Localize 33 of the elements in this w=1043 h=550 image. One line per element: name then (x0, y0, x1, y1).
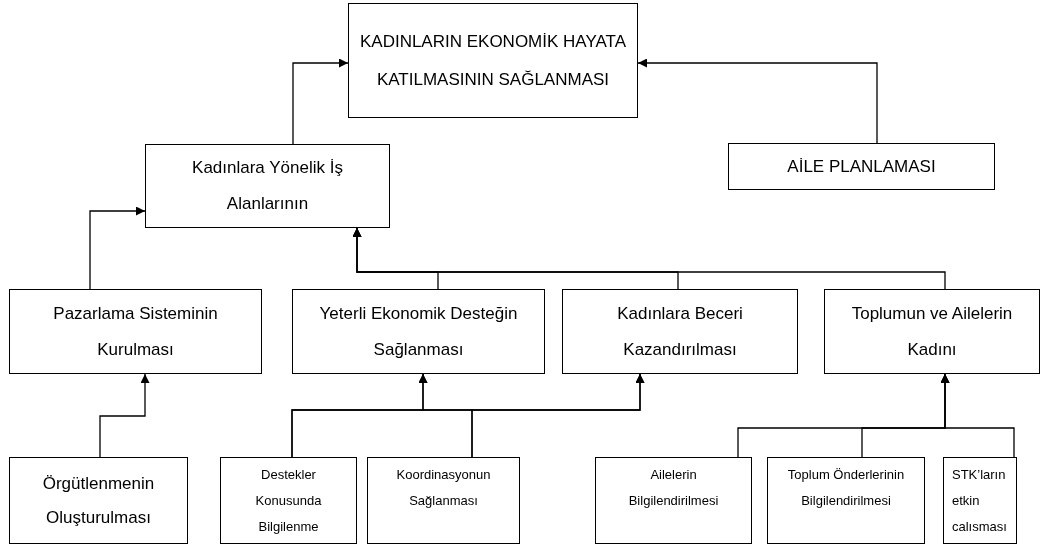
process-box (220, 457, 357, 544)
box-label: Destekler Konusunda Bilgilenme (254, 466, 323, 536)
box-label: STK’ların etkin calısması (952, 466, 1008, 536)
box-label: Toplum Önderlerinin Bilgilendirilmesi (786, 466, 906, 510)
arrow (292, 58, 349, 145)
process-box (562, 289, 798, 374)
process-box (595, 457, 752, 544)
box-label: Pazarlama Sisteminin Kurulması (52, 302, 219, 361)
box-label: KADINLARIN EKONOMİK HAYATA KATILMASININ SAĞLANMASI (358, 30, 628, 91)
arrow (471, 373, 645, 458)
box-label: Kadınlara Yönelik İş Alanlarının (191, 157, 344, 215)
process-box (9, 457, 188, 544)
arrow (940, 373, 1015, 458)
process-box (767, 457, 925, 544)
process-box (943, 457, 1017, 544)
arrow (352, 227, 946, 290)
process-box (292, 289, 545, 374)
box-label: Örgütlenmenin Oluşturulması (41, 472, 156, 529)
process-box (824, 289, 1040, 374)
arrow (99, 373, 150, 458)
box-label: Ailelerin Bilgilendirilmesi (627, 466, 720, 510)
process-box (9, 289, 262, 374)
box-label: AİLE PLANLAMASI (787, 155, 936, 178)
process-box (145, 144, 390, 228)
process-box (367, 457, 520, 544)
box-label: Yeterli Ekonomik Desteğin Sağlanması (318, 302, 519, 361)
box-label: Kadınlara Beceri Kazandırılması (616, 302, 744, 361)
box-label: Toplumun ve Ailelerin Kadını (850, 302, 1014, 361)
process-box (728, 143, 995, 190)
arrow (89, 206, 146, 290)
arrow (637, 58, 878, 144)
process-box (348, 3, 638, 118)
box-label: Koordinasyonun Sağlanması (395, 466, 492, 510)
